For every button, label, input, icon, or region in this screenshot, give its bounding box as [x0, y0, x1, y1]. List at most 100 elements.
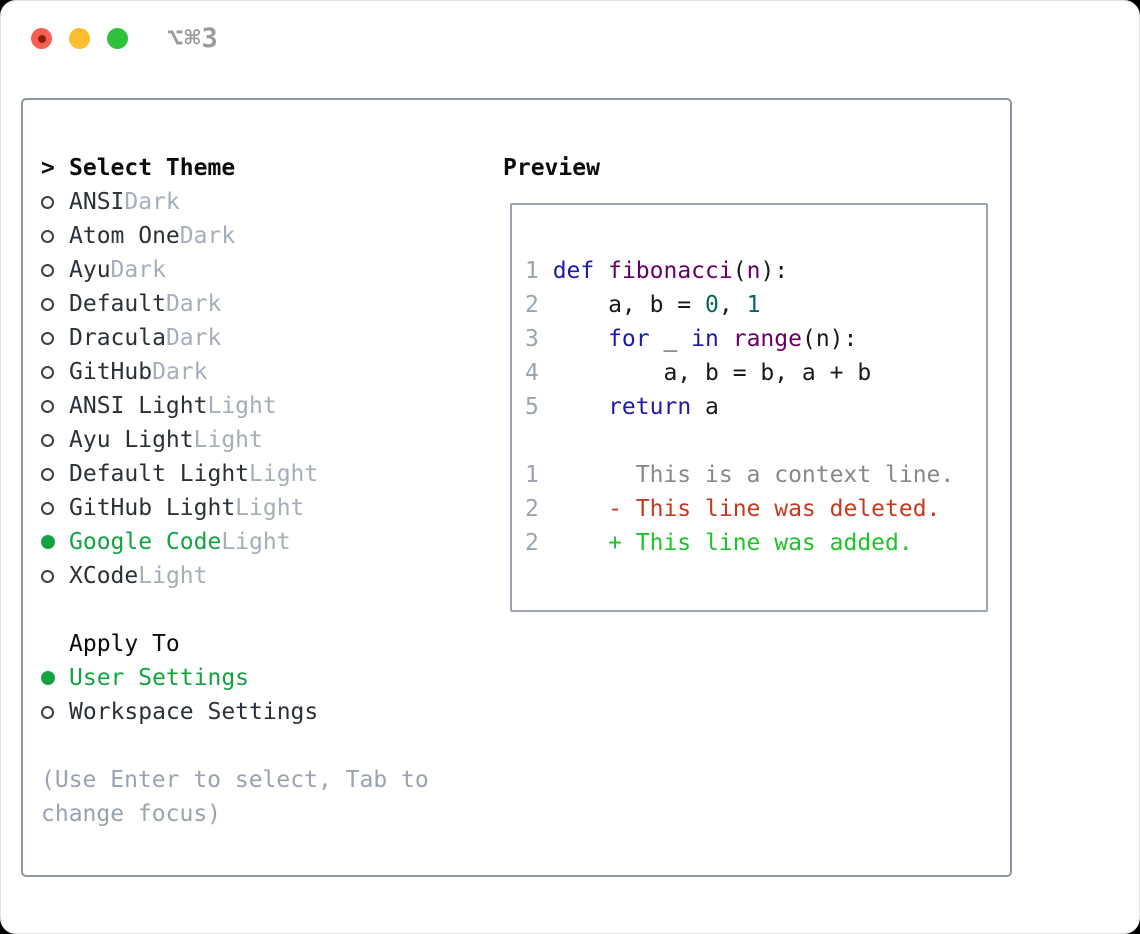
radio-icon	[41, 195, 69, 209]
hint-line: change focus)	[41, 801, 222, 827]
hint-line: (Use Enter to select, Tab to	[41, 767, 429, 793]
token-k: for	[608, 326, 650, 352]
theme-name: Default Light	[69, 461, 250, 487]
theme-name: GitHub Light	[69, 495, 236, 521]
apply-option-label: User Settings	[69, 665, 250, 691]
theme-option-default[interactable]: Default Dark	[41, 287, 429, 321]
line-number	[525, 424, 539, 458]
token-f: fibonacci	[608, 258, 733, 284]
theme-option-dracula[interactable]: Dracula Dark	[41, 321, 429, 355]
diff-line: 2 - This line was deleted.	[525, 492, 986, 526]
apply-to-header: Apply To	[41, 627, 429, 661]
radio-circle	[41, 229, 54, 243]
theme-variant-tag: Light	[138, 563, 208, 589]
radio-circle	[41, 705, 54, 719]
line-content: for _ in range(n):	[553, 322, 858, 356]
theme-name: Ayu	[69, 257, 111, 283]
line-number: 1	[525, 258, 539, 284]
line-content: a, b = 0, 1	[552, 288, 760, 322]
radio-circle	[41, 501, 54, 515]
spacer	[41, 729, 429, 763]
token-p: a, b =	[552, 292, 706, 318]
theme-name: Dracula	[69, 325, 166, 351]
close-button[interactable]	[31, 28, 52, 49]
theme-name: Atom One	[69, 223, 180, 249]
code-line: 5 return a	[525, 390, 986, 424]
radio-selected-icon	[41, 671, 69, 685]
keyboard-hint: (Use Enter to select, Tab to change focus…	[41, 763, 429, 831]
theme-option-ansi[interactable]: ANSI Dark	[41, 185, 429, 219]
token-p: (n):	[801, 326, 858, 352]
line-number: 2	[525, 292, 539, 318]
window-title: ⌥⌘3	[167, 23, 219, 54]
radio-selected-icon	[41, 535, 69, 549]
theme-name: ANSI Light	[69, 393, 208, 419]
token-k: def	[552, 258, 595, 284]
token-p: a	[691, 394, 719, 420]
token-f: range	[732, 326, 802, 352]
diff-line: 2 + This line was added.	[525, 526, 986, 560]
maximize-button[interactable]	[107, 28, 128, 49]
theme-option-xcode[interactable]: XCode Light	[41, 559, 429, 593]
line-content: + This line was added.	[553, 526, 913, 560]
theme-option-atom-one[interactable]: Atom One Dark	[41, 219, 429, 253]
theme-option-github-light[interactable]: GitHub Light Light	[41, 491, 429, 525]
theme-name: Ayu Light	[69, 427, 194, 453]
apply-to-title: Apply To	[69, 631, 180, 657]
theme-option-default-light[interactable]: Default Light Light	[41, 457, 429, 491]
theme-variant-tag: Dark	[165, 325, 222, 351]
theme-name: GitHub	[69, 359, 153, 385]
line-content: return a	[553, 390, 719, 424]
token-n: 0	[705, 292, 719, 318]
line-number: 2	[525, 496, 539, 522]
code-line: 4 a, b = b, a + b	[525, 356, 986, 390]
theme-variant-tag: Dark	[152, 359, 208, 385]
line-content: This is a context line.	[553, 458, 955, 492]
radio-icon	[41, 263, 69, 277]
diff-line: 1 This is a context line.	[525, 458, 986, 492]
minimize-button[interactable]	[69, 28, 90, 49]
theme-option-google-code[interactable]: Google Code Light	[41, 525, 429, 559]
line-number	[525, 560, 539, 594]
cursor-prefix: >	[41, 155, 55, 181]
line-content: a, b = b, a + b	[553, 356, 871, 390]
code-line: 3 for _ in range(n):	[525, 322, 986, 356]
blank-line	[525, 560, 986, 594]
radio-circle	[41, 433, 54, 447]
radio-icon	[41, 433, 69, 447]
radio-icon	[41, 569, 69, 583]
line-number: 1	[525, 462, 539, 488]
token-p: _	[649, 326, 692, 352]
blank-line	[525, 424, 986, 458]
radio-circle	[41, 331, 54, 345]
token-p	[719, 326, 733, 352]
theme-variant-tag: Dark	[165, 291, 222, 317]
radio-icon	[41, 467, 69, 481]
theme-name: XCode	[69, 563, 139, 589]
token-k: return	[608, 394, 692, 420]
radio-icon	[41, 331, 69, 345]
token-p	[594, 258, 608, 284]
theme-variant-tag: Dark	[179, 223, 236, 249]
theme-option-github[interactable]: GitHub Dark	[41, 355, 429, 389]
apply-option-user-settings[interactable]: User Settings	[41, 661, 429, 695]
theme-variant-tag: Dark	[124, 189, 180, 215]
token-p: ,	[718, 292, 747, 318]
token-p: ):	[760, 258, 789, 284]
theme-variant-tag: Light	[193, 427, 263, 453]
line-number: 5	[525, 394, 539, 420]
radio-circle	[41, 467, 54, 481]
theme-option-ansi-light[interactable]: ANSI Light Light	[41, 389, 429, 423]
radio-icon	[41, 501, 69, 515]
apply-option-workspace-settings[interactable]: Workspace Settings	[41, 695, 429, 729]
blank-line	[525, 220, 986, 254]
theme-option-ayu[interactable]: Ayu Dark	[41, 253, 429, 287]
theme-option-ayu-light[interactable]: Ayu Light Light	[41, 423, 429, 457]
